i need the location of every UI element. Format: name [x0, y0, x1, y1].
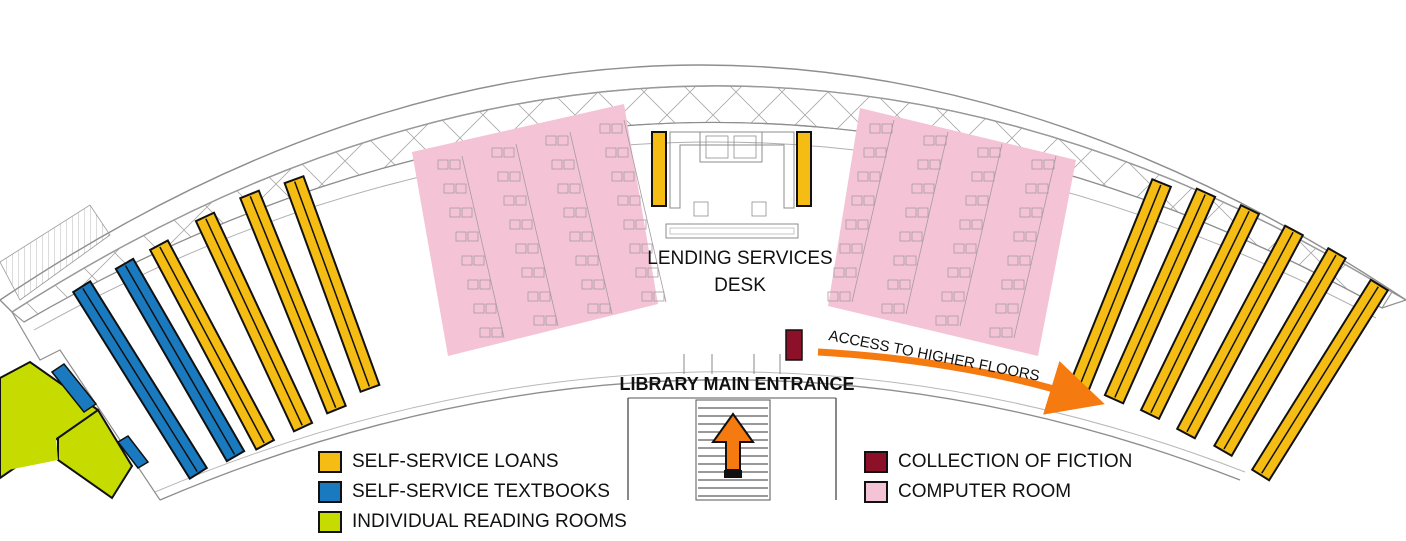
swatch-collection-of-fiction [864, 451, 888, 473]
textbook-shelf [71, 280, 209, 480]
legend-item-collection-of-fiction: COLLECTION OF FICTION [864, 451, 1132, 473]
textbook-shelf [114, 257, 246, 463]
loans-shelf [1250, 278, 1390, 482]
legend-label: SELF-SERVICE LOANS [352, 451, 559, 472]
swatch-computer-room [864, 481, 888, 503]
swatch-self-service-loans [318, 451, 342, 473]
loans-shelf [238, 189, 348, 415]
computer-room-right [827, 108, 1076, 356]
legend-label: SELF-SERVICE TEXTBOOKS [352, 481, 610, 502]
main-entrance-stairs[interactable] [627, 354, 837, 501]
loans-shelf [1212, 246, 1348, 458]
loans-shelf [283, 174, 381, 394]
individual-reading-rooms [0, 360, 150, 500]
loans-shelf [148, 239, 276, 451]
loans-shelf [1139, 203, 1261, 421]
lending-desk-label-2: DESK [714, 275, 766, 296]
loans-shelf [1103, 187, 1217, 405]
swatch-self-service-textbooks [318, 481, 342, 503]
legend-item-self-service-loans: SELF-SERVICE LOANS [318, 451, 559, 473]
computer-room-left [412, 104, 667, 356]
loans-shelf [194, 211, 314, 433]
lending-services-desk [651, 131, 812, 239]
collection-of-fiction [785, 329, 803, 361]
legend-label: COMPUTER ROOM [898, 481, 1072, 502]
access-higher-floors-arrow-icon [817, 348, 1105, 415]
main-entrance-label: LIBRARY MAIN ENTRANCE [619, 374, 854, 394]
building-outline [0, 64, 1406, 501]
legend-label: COLLECTION OF FICTION [898, 451, 1133, 472]
loans-shelf [1175, 224, 1305, 440]
legend-item-computer-room: COMPUTER ROOM [864, 481, 1071, 503]
legend-label: INDIVIDUAL READING ROOMS [352, 511, 627, 532]
swatch-individual-reading-rooms [318, 511, 342, 533]
entrance-arrow-icon [711, 412, 755, 471]
legend-item-self-service-textbooks: SELF-SERVICE TEXTBOOKS [318, 481, 610, 503]
legend-item-individual-reading-rooms: INDIVIDUAL READING ROOMS [318, 511, 627, 533]
lending-desk-label-1: LENDING SERVICES [647, 248, 832, 269]
